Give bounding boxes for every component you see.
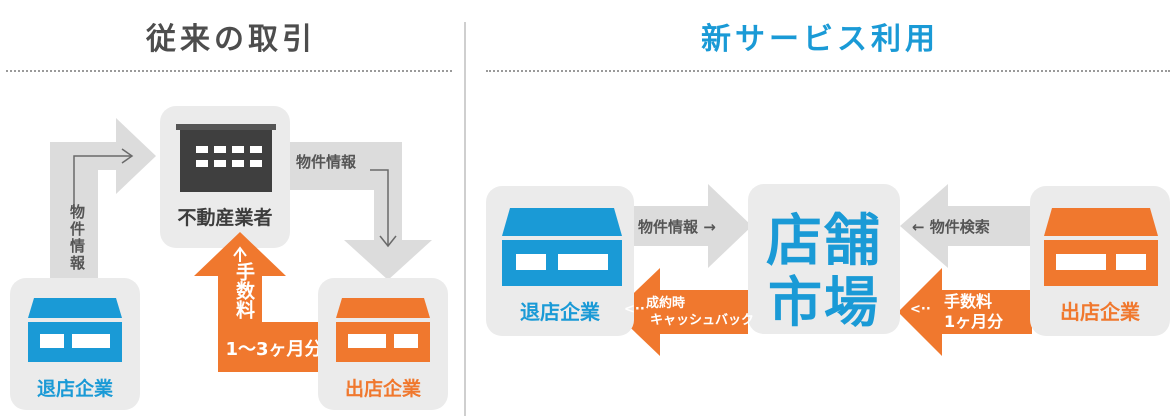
cashback-label-line1: 成約時 bbox=[646, 296, 686, 311]
exit-store-icon-left bbox=[28, 298, 122, 362]
fee-text: 手数料 bbox=[233, 262, 255, 319]
cashback-arrow-orange bbox=[614, 268, 748, 356]
agent-label: 不動産業者 bbox=[177, 207, 273, 229]
logo-text-top: 店舗 bbox=[766, 209, 882, 274]
left-info-vertical-label: 物件情報 bbox=[68, 204, 86, 272]
exit-to-agent-arrow bbox=[50, 118, 156, 290]
logo-card bbox=[748, 184, 900, 334]
agent-to-open-arrow bbox=[290, 142, 432, 280]
search-arrow-gray bbox=[900, 184, 1030, 268]
exit-company-label-left: 退店企業 bbox=[36, 378, 113, 400]
fee-arrow-orange-right bbox=[898, 268, 1032, 356]
fee-amount-right: 1ヶ月分 bbox=[944, 312, 1004, 331]
right-search-label: ← 物件検索 bbox=[912, 218, 990, 236]
fee-amount: 1〜3ヶ月分 bbox=[225, 339, 323, 360]
panel-divider bbox=[464, 22, 466, 416]
fee-arrow-orange bbox=[194, 232, 330, 372]
left-title-divider bbox=[6, 70, 452, 72]
fee-text-right: 手数料 bbox=[944, 292, 993, 311]
right-title: 新サービス利用 bbox=[701, 22, 939, 57]
left-flow-arrows bbox=[50, 118, 432, 290]
info-arrow-gray bbox=[632, 184, 752, 268]
open-company-label-left: 出店企業 bbox=[344, 378, 421, 400]
open-store-icon-left bbox=[336, 298, 430, 362]
left-title: 従来の取引 bbox=[146, 22, 316, 57]
cashback-label-line2: キャッシュバック bbox=[650, 313, 755, 328]
open-company-label-right: 出店企業 bbox=[1060, 300, 1140, 324]
cashback-arrow-chevrons: <·· bbox=[624, 302, 645, 317]
left-info-label: 物件情報 bbox=[296, 153, 357, 171]
exit-company-label-right: 退店企業 bbox=[520, 300, 600, 324]
agent-building-icon bbox=[176, 124, 276, 192]
fee-arrow-chevrons-right: <·· bbox=[910, 302, 931, 317]
right-title-divider bbox=[486, 70, 1170, 72]
right-info-label: 物件情報 → bbox=[638, 218, 716, 236]
logo-text-bottom: 市場 bbox=[768, 271, 880, 334]
